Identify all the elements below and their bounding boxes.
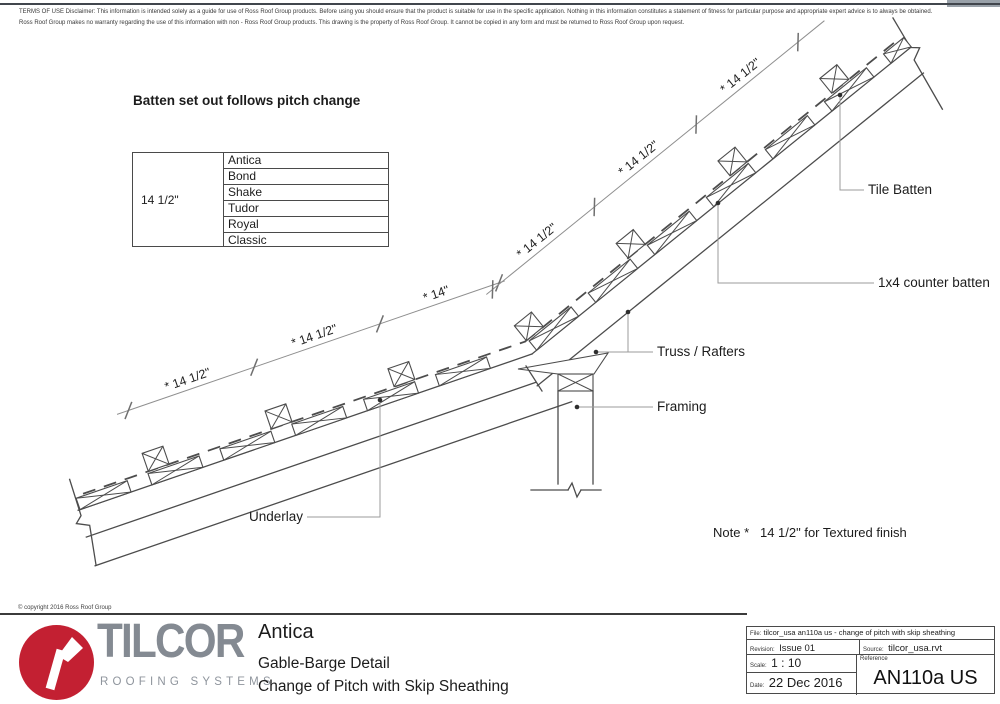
- product-title: Antica: [258, 621, 314, 643]
- blocking-box: [557, 373, 594, 392]
- profile-row-bond: Bond: [224, 169, 388, 185]
- textured-finish-note: Note * 14 1/2" for Textured finish: [713, 525, 907, 540]
- spacing-value-cell: 14 1/2": [133, 153, 224, 246]
- dim-shallow-3: * 14": [421, 283, 451, 305]
- source-value: tilcor_usa.rvt: [888, 643, 942, 654]
- file-row: File: tilcor_usa an110a us - change of p…: [747, 627, 994, 640]
- pitch-junction: [517, 352, 610, 499]
- revision-label: Revision:: [750, 647, 775, 653]
- drawing-subtitle: Change of Pitch with Skip Sheathing: [258, 678, 509, 695]
- profile-row-tudor: Tudor: [224, 201, 388, 217]
- date-value: 22 Dec 2016: [768, 675, 843, 690]
- file-label: File:: [750, 631, 762, 637]
- title-block: File: tilcor_usa an110a us - change of p…: [746, 626, 995, 696]
- shallow-pitch-assembly: * 14 1/2" * 14 1/2" * 14": [68, 274, 573, 567]
- file-value: tilcor_usa an110a us - change of pitch w…: [763, 628, 956, 637]
- profile-row-shake: Shake: [224, 185, 388, 201]
- counter-batten-label: 1x4 counter batten: [878, 275, 990, 290]
- scale-label: Scale:: [750, 663, 767, 669]
- footer-separator: [0, 613, 747, 615]
- profile-row-royal: Royal: [224, 217, 388, 233]
- sheet-number: AN110a US: [873, 667, 978, 689]
- brand-wordmark: TILCOR: [97, 615, 245, 668]
- framing-label: Framing: [657, 399, 707, 414]
- counter-batten-cut: [882, 36, 913, 65]
- truss-rafters-label: Truss / Rafters: [657, 344, 745, 359]
- underlay-label: Underlay: [249, 509, 303, 524]
- sheet-top-border: [0, 3, 1000, 5]
- date-cell: Date: 22 Dec 2016: [747, 673, 856, 696]
- brand-tagline: ROOFING SYSTEMS: [100, 676, 275, 688]
- source-cell: Source: tilcor_usa.rvt: [860, 640, 994, 654]
- scale-value: 1 : 10: [771, 656, 802, 670]
- birdsmouth-wedge: [517, 352, 610, 375]
- dimension-line-shallow: * 14 1/2" * 14 1/2" * 14": [116, 274, 505, 420]
- scale-cell: Scale: 1 : 10: [747, 655, 856, 673]
- profile-row-classic: Classic: [228, 233, 267, 247]
- reference-label: Reference: [860, 656, 888, 662]
- counter-battens-shallow: [75, 356, 491, 511]
- logo-arrow-mark: [45, 637, 83, 691]
- annotations: Tile Batten 1x4 counter batten Truss / R…: [249, 92, 990, 524]
- tile-batten-label: Tile Batten: [868, 182, 932, 197]
- disclaimer-line-1: TERMS OF USE Disclaimer: This informatio…: [19, 9, 933, 15]
- date-label: Date:: [750, 683, 765, 689]
- wall-break-mark: [567, 481, 582, 499]
- batten-setout-heading: Batten set out follows pitch change: [133, 93, 361, 108]
- revision-value: Issue 01: [779, 643, 816, 654]
- counter-battens-steep: [528, 36, 913, 351]
- source-label: Source:: [863, 647, 884, 653]
- reference-cell: Reference AN110a US: [857, 655, 994, 695]
- drawing-title: Gable-Barge Detail: [258, 655, 390, 672]
- terms-of-use-disclaimer: TERMS OF USE Disclaimer: This informatio…: [19, 7, 991, 29]
- tile-battens-steep: [513, 64, 850, 342]
- disclaimer-line-2: Ross Roof Group makes no warranty regard…: [19, 20, 685, 26]
- batten-spacing-table: 14 1/2" Antica Bond Shake Tudor Royal Cl…: [132, 152, 389, 247]
- tilcor-logo: [19, 625, 94, 700]
- left-break-line: [68, 478, 97, 567]
- copyright-text: © copyright 2016 Ross Roof Group: [18, 605, 112, 611]
- top-break-line: [892, 17, 944, 111]
- revision-cell: Revision: Issue 01: [747, 640, 860, 654]
- profile-row-antica: Antica: [224, 153, 388, 169]
